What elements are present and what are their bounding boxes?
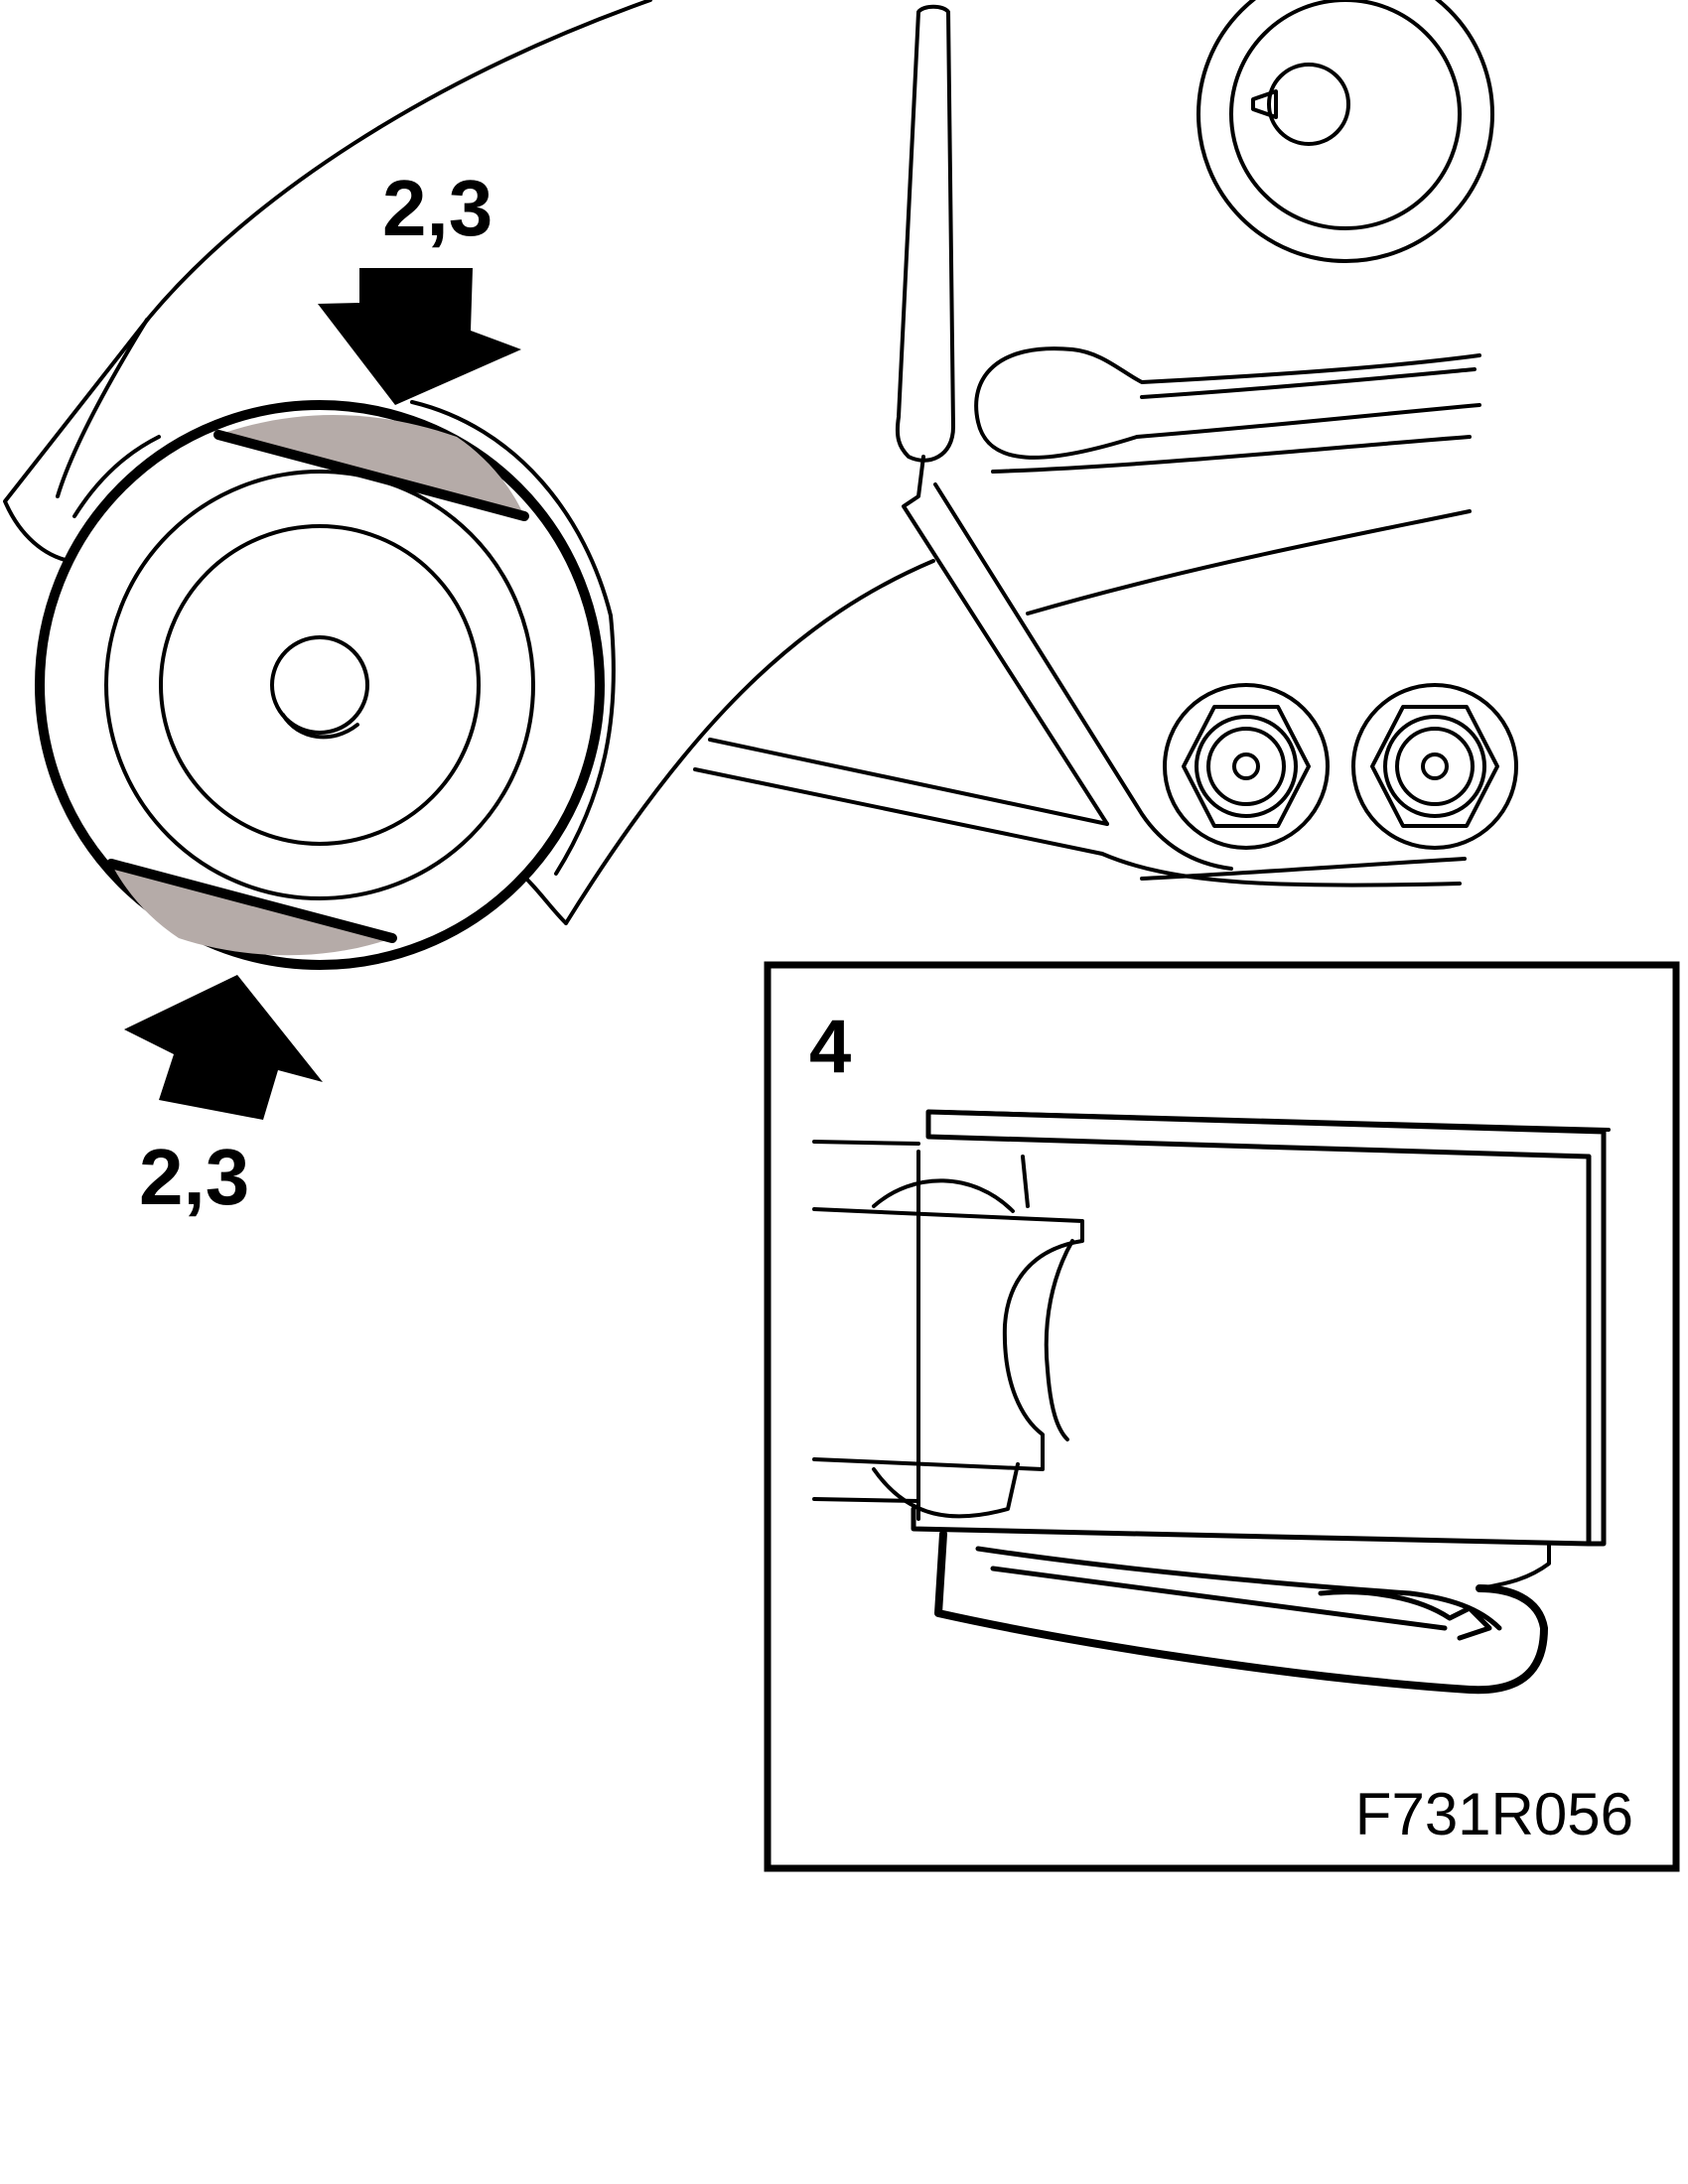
hex-nut-left: [1163, 683, 1330, 850]
inset-frame: [764, 961, 1680, 1872]
inset-detail: [812, 1109, 1611, 1695]
figure-code: F731R056: [1355, 1781, 1633, 1847]
inset-number: 4: [809, 1005, 851, 1089]
round-fitting: [1196, 0, 1494, 263]
lever-arm: [895, 4, 1233, 871]
callout-label-bottom: 2,3: [139, 1133, 249, 1221]
hex-nut-right: [1351, 683, 1518, 850]
housing-outline: [3, 0, 935, 925]
shim-bottom: [106, 859, 397, 956]
arrow-bottom: [124, 975, 323, 1120]
callout-label-top: 2,3: [382, 164, 492, 252]
slotted-bracket: [974, 346, 1481, 615]
pulley: [35, 400, 616, 970]
arrow-top: [318, 268, 521, 405]
shim-top: [213, 414, 529, 521]
cross-bar: [693, 738, 1467, 887]
